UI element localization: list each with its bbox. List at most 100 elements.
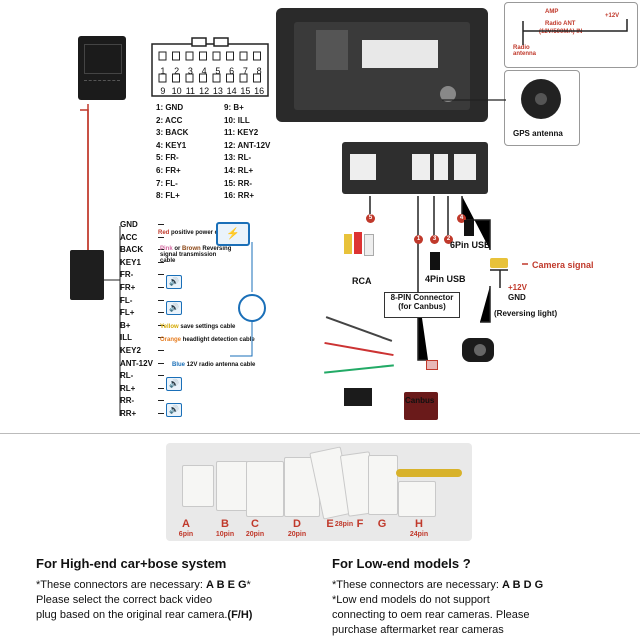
rca-label: RCA <box>352 276 372 286</box>
pin-number: 7 <box>242 66 248 76</box>
eight-pin-connector-box: 8-PIN Connector (for Canbus) <box>384 292 460 318</box>
pin-number: 12 <box>199 86 210 96</box>
connector-pin-count: 24pin <box>409 531 429 538</box>
four-pin-usb-label: 4Pin USB <box>425 274 466 284</box>
acc-note: Red positive power cable <box>158 230 231 236</box>
harness-wire-row: ANT-12V <box>120 359 164 368</box>
harness-wire-lead <box>158 337 164 339</box>
low-end-heading: For Low-end models ? <box>332 556 471 571</box>
connector-letter: G <box>377 518 387 530</box>
pin-legend-item: 4: KEY1 <box>156 140 187 150</box>
pin-number: 1 <box>160 66 166 76</box>
harness-plug <box>70 250 104 300</box>
pin-socket <box>212 51 221 61</box>
ill-note: Orange headlight detection cable <box>160 337 255 343</box>
harness-wire-lead <box>158 375 164 377</box>
pin-legend-item: 8: FL+ <box>156 191 180 201</box>
pin-socket <box>239 51 248 61</box>
speaker-icon-rear-left: 🔊 <box>166 377 182 391</box>
connector-number-badge: 2 <box>444 235 453 244</box>
pin-number: 6 <box>229 66 235 76</box>
ant-note: Blue 12V radio antenna cable <box>172 362 256 368</box>
harness-wire-lead <box>158 236 164 238</box>
pin-socket <box>158 51 167 61</box>
harness-wire-label: RL- <box>120 371 134 381</box>
iso-connector-face <box>151 37 269 97</box>
speaker-icon-front-right: 🔊 <box>166 275 182 289</box>
harness-wire-lead <box>158 261 164 263</box>
pin-number: 9 <box>160 86 166 96</box>
connector-pin-count: 20pin <box>287 531 307 538</box>
pin-socket <box>199 51 207 61</box>
harness-wire-row: KEY1 <box>120 258 164 267</box>
connector-letter: C <box>251 518 259 530</box>
harness-lines <box>80 104 121 416</box>
pin-legend-item: 9: B+ <box>224 103 244 112</box>
harness-wire-label: GND <box>120 220 138 229</box>
gps-label: GPS antenna <box>513 129 563 138</box>
rca-cable <box>340 230 376 266</box>
harness-wire-row: RR+ <box>120 409 164 418</box>
iso-connector-photo <box>78 36 126 100</box>
pin-socket <box>253 51 261 61</box>
harness-wire-lead <box>158 413 164 414</box>
connector-letter: H <box>415 518 423 530</box>
pin-socket <box>212 73 221 83</box>
harness-wire-lead <box>158 350 164 351</box>
connector-number-badge: 4 <box>457 214 466 223</box>
head-unit-back <box>276 8 488 122</box>
antenna-info-box: AMP Radio ANT (12V/500MA) IN +12V Radio … <box>504 2 638 68</box>
harness-wire-label: FR+ <box>120 283 136 292</box>
low-end-line2: *Low end models do not support <box>332 594 490 606</box>
harness-wire-row: FR- <box>120 270 164 279</box>
pin-number: 2 <box>174 66 180 76</box>
harness-wire-row: FL+ <box>120 308 164 317</box>
wiring-harness-bundle <box>320 316 400 410</box>
pin-number: 16 <box>254 86 265 96</box>
high-end-heading: For High-end car+bose system <box>36 556 227 571</box>
harness-wire-row: ILL <box>120 333 164 342</box>
harness-wire-row: FR+ <box>120 283 164 292</box>
canbus-box <box>404 392 438 420</box>
high-end-line1: *These connectors are necessary: A B E G… <box>36 579 251 591</box>
pin-number: 3 <box>187 66 193 76</box>
pin-legend-item: 13: RL- <box>224 153 252 163</box>
pin-legend-item: 15: RR- <box>224 178 253 188</box>
steering-wheel-icon <box>238 294 266 322</box>
gps-lead <box>442 99 506 101</box>
connector-number-badge: 1 <box>414 235 423 244</box>
pin-legend-item: 2: ACC <box>156 115 183 125</box>
high-end-line3: plug based on the original rear camera.(… <box>36 609 253 621</box>
connectors-photo <box>166 443 472 541</box>
connector-pin-count: 6pin <box>178 531 194 538</box>
pin-number: 11 <box>185 86 196 96</box>
pin-socket <box>172 73 180 83</box>
harness-wire-label: FR- <box>120 270 134 280</box>
high-end-section: For High-end car+bose system *These conn… <box>36 556 326 623</box>
pin-legend-item: 10: ILL <box>224 115 250 125</box>
harness-wire-label: KEY2 <box>120 346 141 355</box>
harness-wire-lead <box>158 287 164 288</box>
harness-wire-row: RR- <box>120 396 164 405</box>
harness-wire-label: B+ <box>120 320 131 330</box>
connector-letter: D <box>293 518 301 530</box>
harness-wire-label: ANT-12V <box>120 358 153 368</box>
section-divider <box>0 433 640 434</box>
harness-wire-lead <box>158 224 164 225</box>
harness-wire-row: RL+ <box>120 384 164 393</box>
harness-wire-row: ACC <box>120 233 164 242</box>
gps-antenna-box: GPS antenna <box>504 70 580 146</box>
connector-pin-count: 20pin <box>245 531 265 538</box>
harness-wire-lead <box>158 400 164 402</box>
harness-wire-lead <box>158 387 164 389</box>
canbus-label: Canbus <box>405 396 435 405</box>
pin-legend-item: 7: FL- <box>156 178 178 188</box>
harness-wire-row: GND <box>120 220 164 229</box>
plus12v-label: +12V <box>508 283 527 292</box>
pin-socket <box>185 51 194 61</box>
pin-legend-item: 1: GND <box>156 103 184 112</box>
harness-wire-lead <box>158 362 164 364</box>
